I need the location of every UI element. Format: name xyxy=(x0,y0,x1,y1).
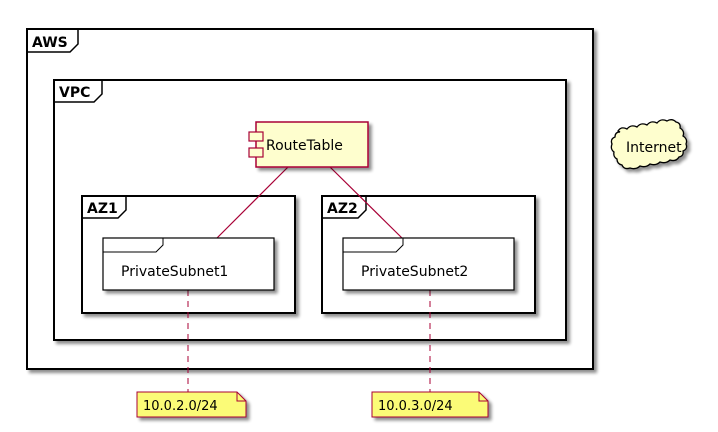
route-table-component[interactable]: RouteTable xyxy=(248,121,369,168)
note-subnet1-cidr: 10.0.2.0/24 xyxy=(136,391,247,418)
private-subnet-1[interactable]: PrivateSubnet1 xyxy=(102,237,275,291)
internet-label: Internet xyxy=(626,140,682,156)
note-subnet1-text: 10.0.2.0/24 xyxy=(143,399,218,414)
route-link-subnet2 xyxy=(329,166,403,239)
az2-label: AZ2 xyxy=(327,201,358,217)
note-subnet2-text: 10.0.3.0/24 xyxy=(378,399,453,414)
private-subnet-2-label: PrivateSubnet2 xyxy=(361,264,468,280)
route-link-subnet1 xyxy=(216,166,289,239)
private-subnet-1-label: PrivateSubnet1 xyxy=(121,264,228,280)
az1-label: AZ1 xyxy=(87,201,118,217)
component-port-icon xyxy=(248,131,264,142)
vpc-label: VPC xyxy=(59,85,90,101)
internet-cloud[interactable]: Internet xyxy=(610,119,688,170)
route-table-label: RouteTable xyxy=(266,138,343,154)
component-port-icon xyxy=(248,147,264,158)
note-subnet2-cidr: 10.0.3.0/24 xyxy=(371,391,489,418)
aws-label: AWS xyxy=(32,35,68,51)
private-subnet-2[interactable]: PrivateSubnet2 xyxy=(342,237,515,291)
